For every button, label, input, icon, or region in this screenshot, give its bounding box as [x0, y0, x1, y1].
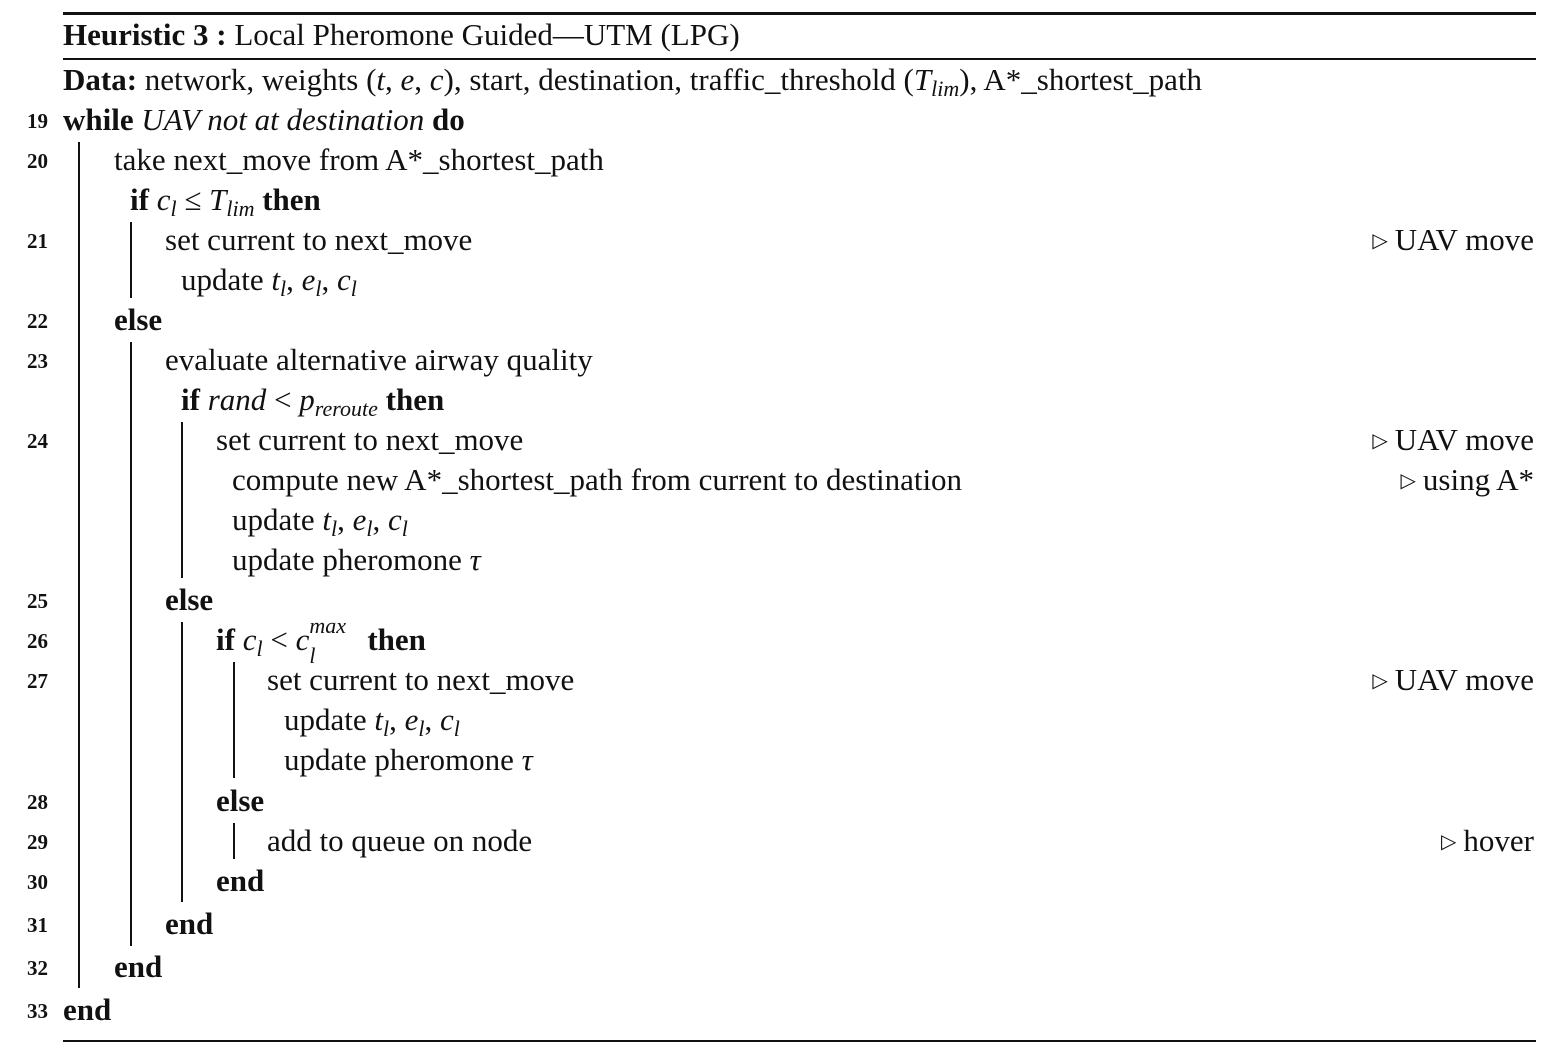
line-20: 20 take next_move from A*_shortest_path	[0, 140, 1536, 180]
caption-title: Local Pheromone Guided—UTM (LPG)	[234, 17, 740, 52]
line-number: 32	[27, 956, 48, 980]
line-23: 23 evaluate alternative airway quality	[0, 340, 1536, 380]
line-number: 26	[27, 629, 48, 653]
data-label: Data:	[63, 62, 138, 97]
line-27: 27 set current to next_move ▷UAV move	[0, 660, 1536, 700]
line-number: 19	[27, 109, 48, 133]
line-number: 20	[27, 149, 48, 173]
line-30: 30 end	[0, 861, 1536, 901]
update-line: update tl, el, cl	[284, 702, 460, 741]
comment: ▷UAV move	[1372, 222, 1534, 257]
line-number: 24	[27, 429, 48, 453]
if-reroute-block-bar	[181, 422, 183, 578]
while-block-bar	[78, 142, 80, 988]
comment: ▷UAV move	[1372, 422, 1534, 457]
if-traffic-line: if cl ≤ Tlim then	[130, 182, 321, 221]
else-queue-block-bar	[233, 823, 235, 859]
bottom-rule	[63, 1040, 1536, 1042]
line-number: 29	[27, 830, 48, 854]
line-number: 27	[27, 669, 48, 693]
triangle-icon: ▷	[1372, 670, 1388, 692]
line-number: 22	[27, 309, 48, 333]
triangle-icon: ▷	[1400, 470, 1416, 492]
if-block-bar	[130, 222, 132, 298]
triangle-icon: ▷	[1372, 430, 1388, 452]
line-21: 21 set current to next_move ▷UAV move	[0, 220, 1536, 260]
caption-label: Heuristic 3 :	[63, 17, 227, 52]
update-line: update tl, el, cl	[181, 262, 357, 301]
caption-rule	[63, 58, 1536, 60]
line-33: 33 end	[0, 990, 1536, 1030]
algorithm-caption: Heuristic 3 : Local Pheromone Guided—UTM…	[63, 16, 740, 54]
line-number: 28	[27, 790, 48, 814]
triangle-icon: ▷	[1372, 230, 1388, 252]
comment: ▷UAV move	[1372, 662, 1534, 697]
line-number: 31	[27, 913, 48, 937]
data-line: Data: network, weights (t, e, c), start,…	[63, 62, 1203, 101]
else-block-bar	[130, 342, 132, 946]
line-25: 25 else	[0, 580, 1536, 620]
pheromone-line: update pheromone τ	[232, 542, 481, 577]
line-32: 32 end	[0, 947, 1536, 987]
line-22: 22 else	[0, 300, 1536, 340]
line-31: 31 end	[0, 904, 1536, 944]
line-number: 23	[27, 349, 48, 373]
line-29: 29 add to queue on node ▷hover	[0, 821, 1536, 861]
line-number: 33	[27, 999, 48, 1023]
line-28: 28 else	[0, 781, 1536, 821]
if-capacity-block-bar	[233, 662, 235, 778]
line-19: 19 while UAV not at destination do	[0, 100, 1536, 140]
pheromone-line: update pheromone τ	[284, 742, 533, 777]
comment: ▷hover	[1441, 823, 1534, 858]
line-number: 21	[27, 229, 48, 253]
else-inner-block-bar	[181, 622, 183, 902]
comment: ▷using A*	[1400, 462, 1535, 497]
triangle-icon: ▷	[1441, 831, 1457, 853]
line-number: 30	[27, 870, 48, 894]
compute-line: compute new A*_shortest_path from curren…	[0, 460, 1536, 500]
if-reroute-line: if rand < preroute then	[181, 382, 445, 421]
update-line: update tl, el, cl	[232, 502, 408, 541]
line-24: 24 set current to next_move ▷UAV move	[0, 420, 1536, 460]
line-number: 25	[27, 589, 48, 613]
top-rule	[63, 12, 1536, 15]
